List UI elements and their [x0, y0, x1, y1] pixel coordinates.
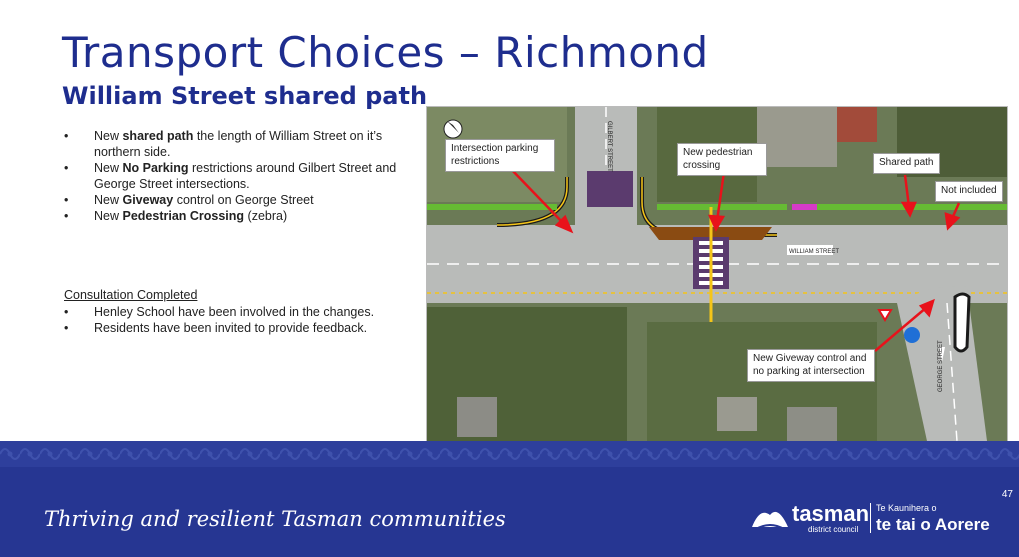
callout-shared-path: Shared path	[873, 153, 940, 174]
street-label-william: WILLIAM STREET	[789, 249, 839, 255]
bullet-item: New Pedestrian Crossing (zebra)	[62, 208, 404, 224]
slide-title: Transport Choices – Richmond	[62, 28, 709, 77]
site-plan-map: GILBERT STREET WILLIAM STREET GEORGE STR…	[426, 106, 1008, 442]
page-number: 47	[1001, 489, 1013, 500]
callout-pedestrian-crossing: New pedestrian crossing	[677, 143, 767, 176]
bullet-item: Henley School have been involved in the …	[62, 304, 404, 320]
logo-sub: district council	[808, 525, 859, 534]
project-bullet-list: New shared path the length of William St…	[62, 128, 404, 224]
logo-name: tasman	[792, 501, 870, 526]
tasman-logo: tasman district council Te Kaunihera o t…	[752, 499, 992, 539]
callout-not-included: Not included	[935, 181, 1003, 202]
bullet-item: Residents have been invited to provide f…	[62, 320, 404, 336]
consultation-list: Henley School have been involved in the …	[62, 304, 404, 336]
north-arrow-icon	[447, 121, 459, 133]
callout-intersection-parking: Intersection parking restrictions	[445, 139, 555, 172]
callout-giveway: New Giveway control and no parking at in…	[747, 349, 875, 382]
footer-tagline: Thriving and resilient Tasman communitie…	[44, 507, 506, 531]
logo-maori-name: te tai o Aorere	[876, 515, 990, 534]
slide-subtitle: William Street shared path	[62, 82, 428, 110]
footer-banner: Thriving and resilient Tasman communitie…	[0, 441, 1019, 557]
logo-divider	[870, 503, 871, 533]
bullet-item: New shared path the length of William St…	[62, 128, 404, 160]
logo-maori-sub: Te Kaunihera o	[876, 503, 937, 513]
kowhaiwhai-pattern	[0, 441, 1019, 467]
street-label-george: GEORGE STREET	[938, 340, 944, 392]
bullet-item: New Giveway control on George Street	[62, 192, 404, 208]
mountain-logo-icon	[752, 511, 788, 530]
bullet-item: New No Parking restrictions around Gilbe…	[62, 160, 404, 192]
consultation-heading: Consultation Completed	[64, 288, 198, 302]
street-label-gilbert: GILBERT STREET	[606, 121, 612, 172]
